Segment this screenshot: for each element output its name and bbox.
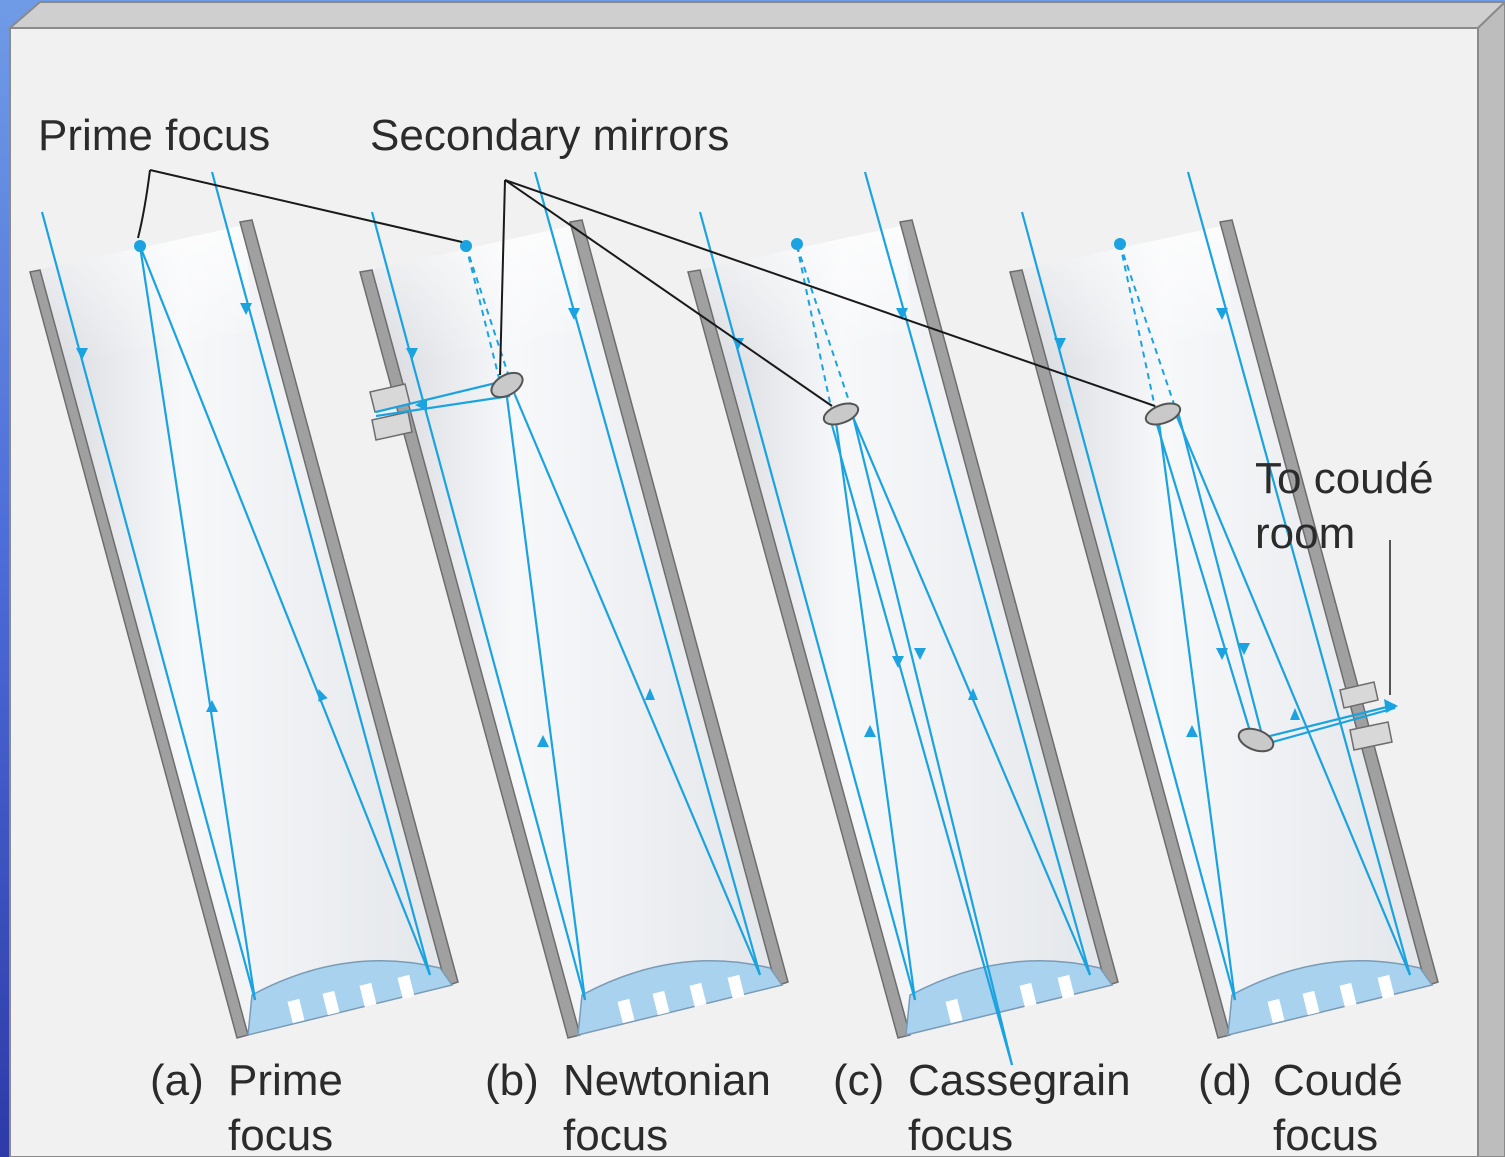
- telescope-prime-focus: [29, 171, 459, 1039]
- caption-b-letter: (b): [485, 1056, 539, 1105]
- labels: Prime focus Secondary mirrors To coudé r…: [38, 111, 1434, 558]
- prime-focus-label: Prime focus: [38, 111, 270, 160]
- mirror-support: [945, 974, 1075, 1024]
- mirror-support: [287, 974, 415, 1024]
- light-rays: [40, 171, 432, 1001]
- prime-focus-dot: [791, 238, 803, 250]
- secondary-mirror: [822, 402, 860, 426]
- secondary-mirrors-label: Secondary mirrors: [370, 111, 729, 160]
- virtual-rays: [1119, 243, 1177, 413]
- caption-d-line2: focus: [1273, 1111, 1378, 1157]
- caption-c-line2: focus: [908, 1111, 1013, 1157]
- telescope-cassegrain: [687, 171, 1119, 1066]
- tube-body: [370, 225, 780, 1035]
- coude-room-label-line2: room: [1255, 509, 1355, 558]
- caption-c-letter: (c): [833, 1056, 884, 1105]
- caption-a-letter: (a): [150, 1056, 204, 1105]
- caption-c-line1: Cassegrain: [908, 1056, 1131, 1105]
- prime-focus-dot: [134, 240, 146, 252]
- light-rays: [1020, 171, 1412, 1001]
- virtual-rays: [796, 245, 853, 413]
- virtual-rays: [465, 245, 516, 396]
- tube-body: [1020, 225, 1430, 1035]
- caption-d-letter: (d): [1198, 1056, 1252, 1105]
- secondary-leader-b: [499, 179, 506, 376]
- caption-d-line1: Coudé: [1273, 1056, 1403, 1105]
- secondary-mirror: [490, 371, 524, 399]
- tube-body: [38, 225, 452, 1035]
- caption-b-line1: Newtonian: [563, 1056, 771, 1105]
- mirror-support: [617, 974, 745, 1024]
- tube-wall-right: [569, 219, 789, 987]
- prime-focus-leader-a: [137, 169, 151, 239]
- prime-focus-dot: [460, 240, 472, 252]
- mirror-support: [1267, 974, 1395, 1024]
- tube-wall-right: [239, 219, 459, 987]
- coude-port: [1339, 681, 1393, 751]
- leader-lines: [137, 169, 1156, 407]
- tube-body: [698, 225, 1110, 1035]
- caption-b-line2: focus: [563, 1111, 668, 1157]
- caption-a-line2: focus: [228, 1111, 333, 1157]
- light-rays: [698, 171, 1092, 1066]
- coude-room-label-line1: To coudé: [1255, 454, 1434, 503]
- prime-focus-dot: [1114, 238, 1126, 250]
- light-rays: [370, 171, 762, 1001]
- telescope-coude: [1009, 171, 1439, 1039]
- secondary-leader-c: [504, 179, 833, 407]
- captions: (a) Prime focus (b) Newtonian focus (c) …: [150, 1056, 1403, 1157]
- tertiary-mirror: [1237, 727, 1275, 753]
- caption-a-line1: Prime: [228, 1056, 343, 1105]
- prime-focus-leader-b: [149, 169, 463, 243]
- secondary-leader-d: [504, 179, 1156, 407]
- telescope-newtonian: [359, 171, 789, 1039]
- tube-wall-left: [687, 269, 911, 1039]
- tube-wall-right: [899, 219, 1119, 987]
- secondary-mirror: [1144, 402, 1182, 426]
